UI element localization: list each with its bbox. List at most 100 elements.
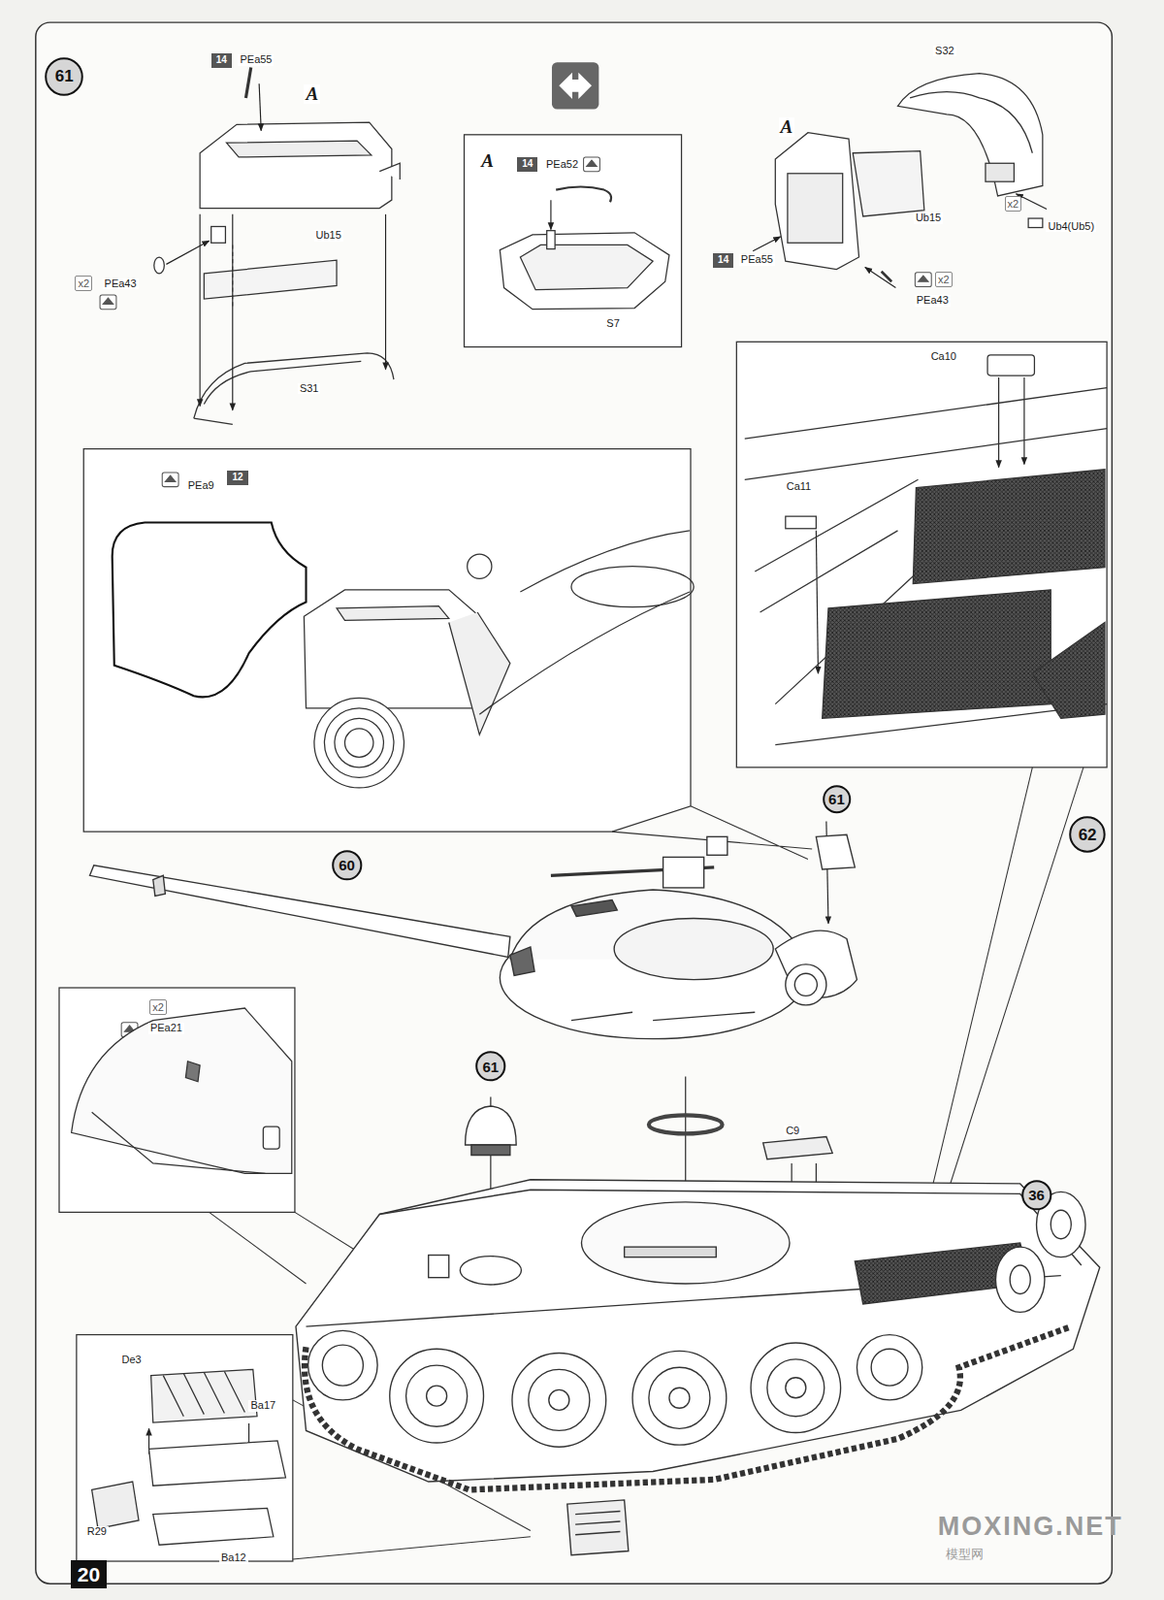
node-text: 20 (77, 1563, 100, 1585)
part-drawing (92, 1111, 266, 1173)
quantity-box: x2 (1004, 195, 1023, 212)
part-drawing (334, 717, 384, 767)
part-drawing (344, 728, 373, 757)
home-icon (918, 275, 930, 282)
node-text: 61 (828, 791, 845, 807)
part-number: PEa43 (914, 294, 951, 307)
fret-number: 12 (226, 470, 248, 485)
swap-icon (578, 72, 592, 99)
tank-drawing (322, 1344, 363, 1386)
part-number: PEa43 (102, 278, 139, 291)
assembly-arrow (752, 236, 780, 252)
tank-drawing (785, 1377, 807, 1398)
fret-number: 14 (211, 53, 232, 68)
part-drawing (467, 553, 492, 579)
node-text: x2 (937, 274, 950, 286)
node-text: 14 (216, 55, 227, 65)
part-drawing (785, 516, 817, 529)
home-icon (161, 472, 179, 487)
part-drawing (203, 259, 337, 299)
tank-drawing (614, 917, 774, 979)
node-text: 61 (55, 67, 74, 85)
part-drawing (112, 73, 1107, 788)
tank-drawing (549, 1389, 570, 1410)
fret-number: 14 (517, 157, 538, 172)
quantity-box: x2 (74, 275, 93, 291)
assembly-arrow (1023, 377, 1025, 464)
part-drawing (912, 469, 1105, 584)
tank-drawing (648, 1366, 711, 1428)
tank-drawing (995, 1246, 1044, 1312)
tank-drawing (471, 1144, 511, 1156)
part-drawing (881, 271, 893, 283)
part-drawing (71, 1007, 292, 1173)
sub-assembly-letter: A (778, 117, 796, 137)
part-drawing (479, 591, 690, 714)
part-drawing (449, 612, 511, 735)
part-drawing (203, 360, 361, 404)
assembly-arrow (199, 214, 201, 407)
inset-frame (83, 449, 691, 832)
home-icon (586, 160, 598, 166)
part-number: PEa52 (544, 159, 581, 171)
part-number: PEa55 (237, 54, 274, 66)
tank-drawing (632, 1350, 727, 1445)
part-number: R29 (85, 1525, 109, 1538)
tank-drawing (308, 1329, 923, 1447)
node-text: 62 (1078, 826, 1098, 843)
part-drawing (985, 162, 1014, 182)
part-drawing (92, 1481, 139, 1528)
part-drawing (199, 122, 392, 208)
home-icon (99, 294, 117, 310)
part-number: S32 (933, 45, 957, 58)
node-text: 36 (1028, 1187, 1045, 1202)
part-drawing (154, 66, 400, 424)
tank-drawing (624, 1246, 717, 1258)
home-icon (164, 475, 176, 482)
tank-drawing (750, 1342, 841, 1433)
tank-drawing (581, 1201, 790, 1284)
assembly-arrow (815, 530, 818, 674)
assembly-arrow (258, 83, 261, 130)
node-text: x2 (152, 1002, 164, 1013)
step-number: 36 (1021, 1179, 1053, 1211)
part-drawing (314, 697, 405, 788)
step-number: 61 (44, 57, 84, 97)
swap-icon (551, 62, 599, 109)
node-text: 12 (231, 472, 243, 483)
part-drawing (519, 530, 690, 592)
tank-drawing (763, 1136, 834, 1160)
part-number: Ub15 (314, 229, 344, 242)
home-icon (914, 272, 932, 288)
inset-frame (76, 1334, 293, 1561)
part-drawing (154, 257, 165, 274)
assembly-arrow (231, 214, 233, 411)
step-number: 61 (822, 784, 851, 813)
watermark: 模型网 (943, 1547, 986, 1561)
part-number: De3 (120, 1354, 144, 1366)
part-drawing (519, 244, 653, 290)
part-number: PEa21 (148, 1022, 185, 1035)
part-drawing (754, 479, 918, 613)
assembly-arrow (549, 199, 551, 229)
tank-drawing (567, 1499, 629, 1555)
step-number: 62 (1068, 815, 1106, 853)
part-drawing (71, 1007, 292, 1545)
part-number: PEa55 (739, 254, 776, 266)
tank-drawing (575, 1511, 620, 1535)
tank-drawing (406, 1364, 468, 1426)
part-drawing (571, 566, 694, 608)
tank-drawing (571, 900, 617, 917)
part-number: Ba17 (248, 1399, 278, 1412)
tank-drawing (428, 1255, 450, 1278)
part-drawing (909, 92, 1033, 154)
sub-assembly-letter: A (479, 151, 496, 171)
part-number: Ub15 (913, 212, 943, 225)
tank-drawing (304, 1325, 1071, 1489)
part-number: PEa9 (186, 480, 217, 492)
home-icon (99, 157, 932, 1037)
